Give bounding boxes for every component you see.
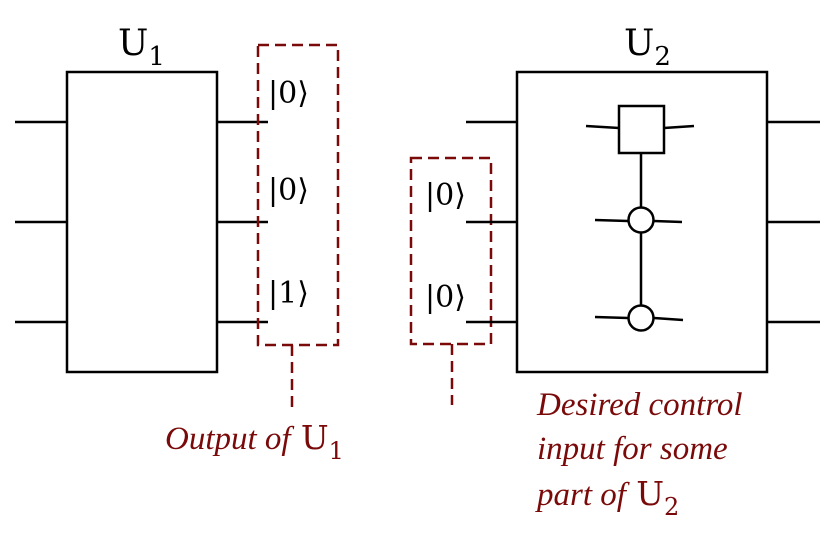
control-input-ket-1: |0⟩ — [425, 178, 466, 213]
output-of-caption-u: U — [301, 418, 329, 457]
u2-label: U2 — [624, 23, 671, 72]
inner-control-1-wire-right — [653, 219, 683, 224]
inner-control-1-open-circle — [627, 206, 655, 234]
control-input-ket-2: |0⟩ — [425, 280, 466, 315]
output-of-caption-sub: 1 — [329, 437, 344, 465]
inner-target-wire-right — [663, 124, 695, 130]
u1-output-ket-1: |0⟩ — [268, 76, 309, 111]
desired-control-caption-line3: part of U2 — [535, 474, 679, 521]
desired-line3-u: U — [636, 474, 664, 513]
u2-inner-controlled-gate — [585, 104, 695, 332]
desired-control-caption-line2: input for some — [537, 431, 728, 467]
u1-label: U1 — [118, 23, 165, 72]
desired-line3-text: part of — [535, 477, 630, 513]
desired-control-caption-line1: Desired control — [536, 387, 743, 423]
u1-box — [65, 70, 219, 374]
desired-line3-sub: 2 — [664, 493, 679, 521]
inner-target-wire-left — [585, 124, 620, 130]
output-of-caption-text: Output of — [165, 421, 294, 457]
u1-label-sub: 1 — [148, 42, 165, 72]
inner-control-2-wire-left — [594, 315, 629, 320]
inner-control-1-wire-left — [594, 218, 629, 223]
inner-control-2-wire-right — [653, 316, 684, 322]
inner-target-gate-box — [617, 104, 666, 155]
u1-gate: U1 — [15, 23, 268, 374]
u1-output-ket-3: |1⟩ — [268, 276, 309, 311]
u1-output-ket-2: |0⟩ — [268, 173, 309, 208]
u1-label-main: U — [118, 23, 148, 64]
u1-output-dashed-box — [256, 43, 340, 347]
u2-label-sub: 2 — [654, 42, 671, 72]
u2-label-main: U — [624, 23, 654, 64]
output-of-u1-caption: Output of U1 — [165, 418, 344, 465]
u2-gate: U2 — [466, 23, 820, 374]
inner-control-2-open-circle — [627, 304, 655, 332]
